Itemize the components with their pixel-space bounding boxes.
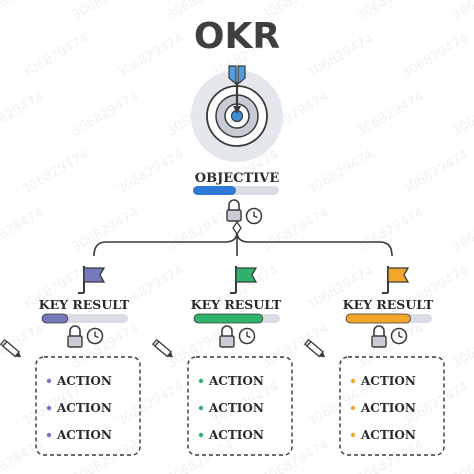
action-label: ACTION (360, 428, 416, 442)
svg-text:306829474: 306829474 (0, 205, 46, 255)
svg-text:306829474: 306829474 (305, 31, 377, 81)
action-label: ACTION (360, 401, 416, 415)
action-label: ACTION (56, 428, 112, 442)
svg-text:306829474: 306829474 (450, 321, 474, 371)
svg-text:306829474: 306829474 (260, 321, 332, 371)
bullet-dot (46, 432, 52, 438)
svg-text:306829474: 306829474 (70, 205, 142, 255)
action-item: ACTION (198, 428, 264, 442)
action-item: ACTION (350, 428, 416, 442)
svg-text:306829474: 306829474 (260, 437, 332, 474)
pencil-icon (303, 338, 325, 358)
lock-icon (371, 325, 387, 348)
svg-text:306829474: 306829474 (0, 89, 46, 139)
flag-icon (230, 266, 258, 294)
diagram-title: OKR (194, 16, 280, 57)
bullet-dot (350, 432, 356, 438)
svg-text:306829474: 306829474 (115, 147, 187, 197)
action-label: ACTION (208, 374, 264, 388)
clock-icon (245, 207, 263, 225)
flag-icon (78, 266, 106, 294)
action-item: ACTION (198, 401, 264, 415)
key-result-column: KEY RESULT ACTION ACTION ACTION (303, 266, 445, 456)
bullet-dot (46, 405, 52, 411)
bullet-dot (350, 378, 356, 384)
action-label: ACTION (208, 428, 264, 442)
action-item: ACTION (46, 401, 112, 415)
action-label: ACTION (208, 401, 264, 415)
svg-text:306829474: 306829474 (0, 0, 46, 23)
svg-text:306829474: 306829474 (165, 205, 237, 255)
action-item: ACTION (46, 374, 112, 388)
action-label: ACTION (56, 374, 112, 388)
svg-text:306829474: 306829474 (260, 205, 332, 255)
key-result-column: KEY RESULT ACTION ACTION ACTION (151, 266, 293, 456)
bullet-dot (198, 432, 204, 438)
clock-icon (86, 327, 104, 345)
action-list: ACTION ACTION ACTION (339, 356, 445, 456)
pencil-icon (151, 338, 173, 358)
action-item: ACTION (46, 428, 112, 442)
svg-text:306829474: 306829474 (450, 0, 474, 23)
bullet-dot (198, 378, 204, 384)
svg-text:306829474: 306829474 (305, 147, 377, 197)
svg-text:306829474: 306829474 (355, 321, 427, 371)
svg-text:306829474: 306829474 (20, 147, 92, 197)
svg-text:306829474: 306829474 (115, 31, 187, 81)
key-result-label: KEY RESULT (343, 297, 434, 312)
key-result-label: KEY RESULT (39, 297, 130, 312)
action-list: ACTION ACTION ACTION (187, 356, 293, 456)
action-label: ACTION (360, 374, 416, 388)
target-icon (191, 70, 283, 162)
action-label: ACTION (56, 401, 112, 415)
svg-text:306829474: 306829474 (70, 89, 142, 139)
objective-label: OBJECTIVE (195, 171, 280, 186)
svg-text:306829474: 306829474 (400, 31, 472, 81)
svg-text:306829474: 306829474 (20, 31, 92, 81)
svg-text:306829474: 306829474 (450, 437, 474, 474)
svg-text:306829474: 306829474 (450, 205, 474, 255)
clock-icon (390, 327, 408, 345)
action-item: ACTION (350, 374, 416, 388)
key-result-progress-bar (41, 313, 128, 324)
key-result-column: KEY RESULT ACTION ACTION ACTION (0, 266, 141, 456)
key-result-progress-bar (345, 313, 432, 324)
action-item: ACTION (198, 374, 264, 388)
bullet-dot (198, 405, 204, 411)
svg-text:306829474: 306829474 (115, 379, 187, 429)
arrow-icon (228, 65, 246, 114)
key-result-label: KEY RESULT (191, 297, 282, 312)
flag-icon (382, 266, 410, 294)
lock-icon (67, 325, 83, 348)
lock-icon (219, 325, 235, 348)
action-item: ACTION (350, 401, 416, 415)
svg-text:306829474: 306829474 (355, 89, 427, 139)
objective-progress-bar (193, 186, 279, 195)
lock-icon (226, 199, 242, 222)
action-list: ACTION ACTION ACTION (35, 356, 141, 456)
svg-text:306829474: 306829474 (355, 0, 427, 23)
svg-text:306829474: 306829474 (0, 437, 46, 474)
clock-icon (238, 327, 256, 345)
pencil-icon (0, 338, 21, 358)
bullet-dot (46, 378, 52, 384)
tree-connector (93, 220, 393, 257)
svg-text:306829474: 306829474 (400, 147, 472, 197)
bullet-dot (350, 405, 356, 411)
svg-text:306829474: 306829474 (450, 89, 474, 139)
svg-text:306829474: 306829474 (70, 0, 142, 23)
key-result-progress-bar (193, 313, 280, 324)
